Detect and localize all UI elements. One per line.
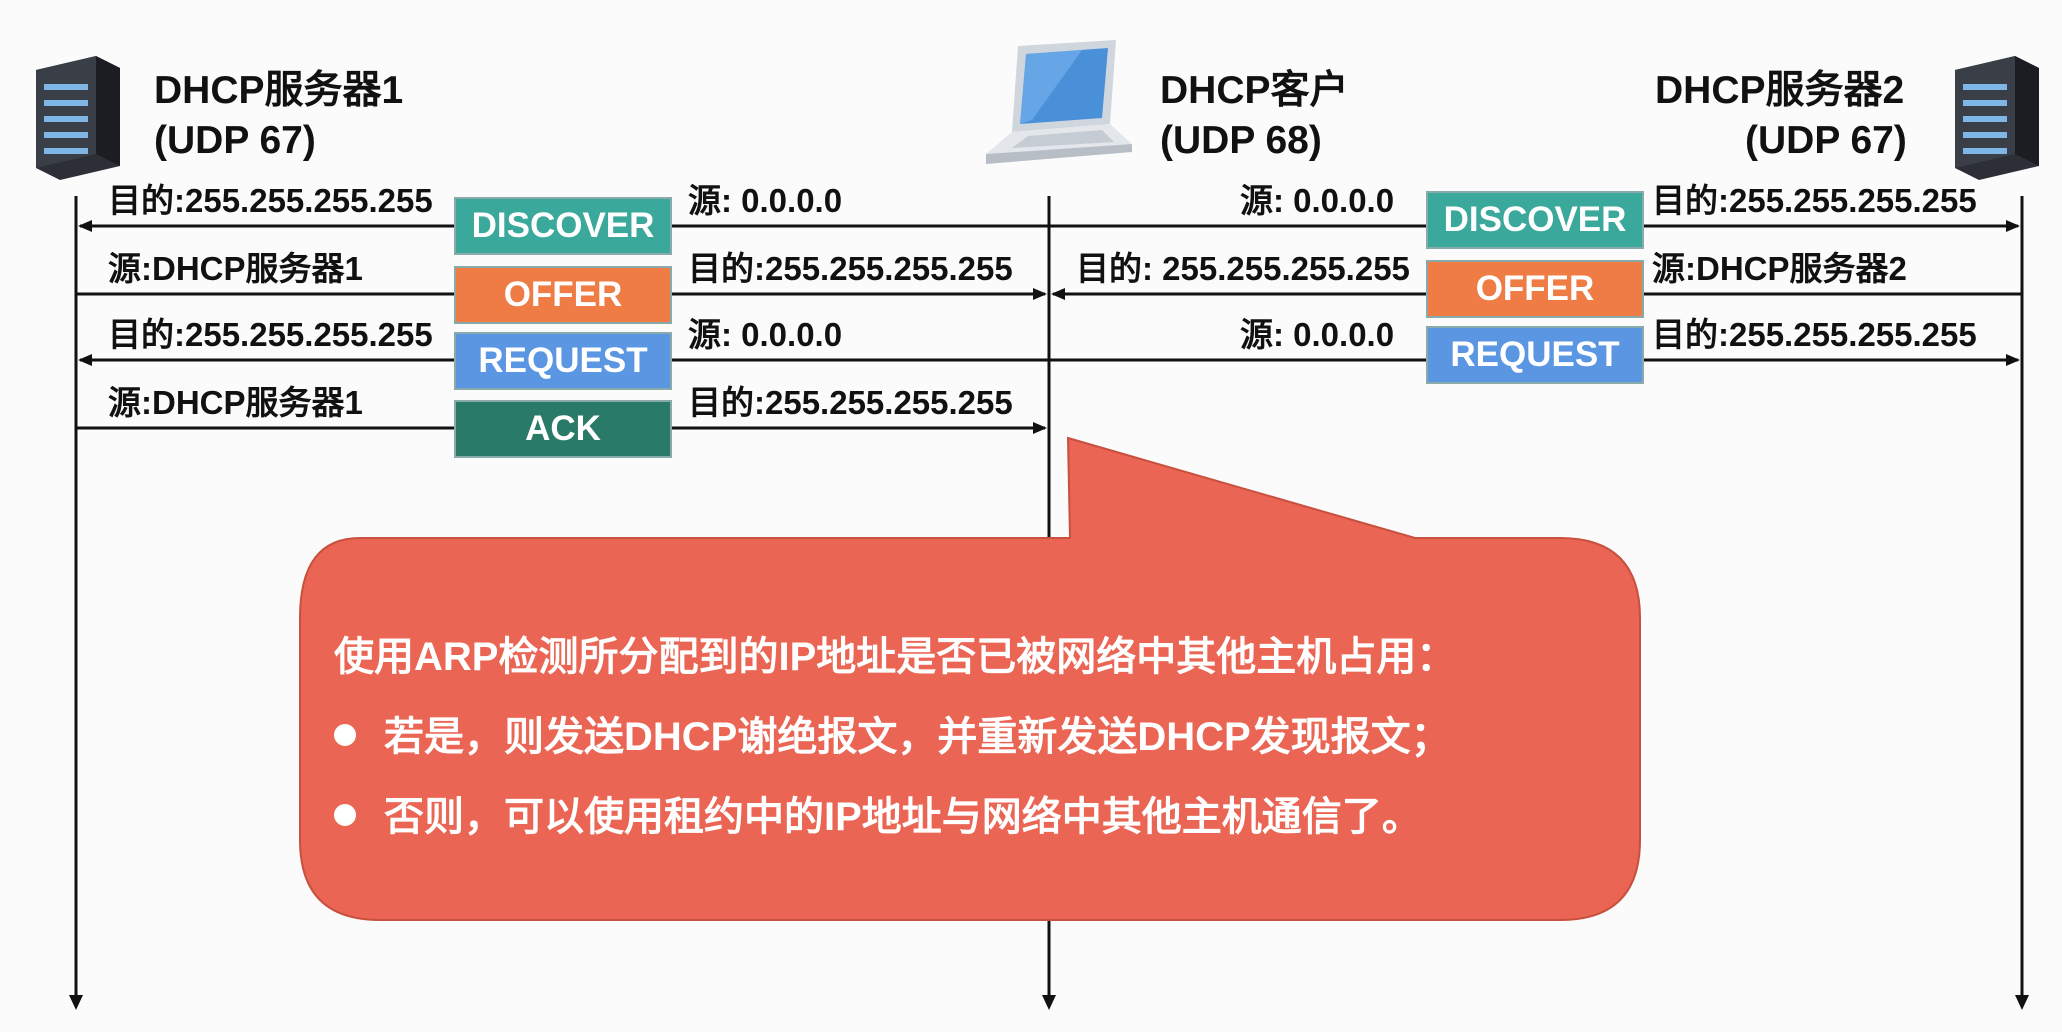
- callout-bullet-2: 否则，可以使用租约中的IP地址与网络中其他主机通信了。: [334, 792, 1422, 842]
- right-offer-label-right: 源:DHCP服务器2: [1652, 250, 1907, 287]
- laptop-icon: [986, 40, 1132, 164]
- bullet-icon: [334, 804, 356, 827]
- right-request-label-left: 源: 0.0.0.0: [1240, 316, 1395, 353]
- right-offer-label-left: 目的: 255.255.255.255: [1076, 250, 1410, 287]
- server1-name: DHCP服务器1: [154, 69, 404, 112]
- server2-name: DHCP服务器2: [1655, 69, 1905, 112]
- timeline-server2-arrow: [2015, 995, 2029, 1010]
- server1-port: (UDP 67): [154, 119, 316, 162]
- server-icon: [1955, 56, 2039, 180]
- client-name: DHCP客户: [1160, 69, 1349, 112]
- bullet-icon: [334, 724, 356, 747]
- right-request-box: REQUEST: [1426, 326, 1644, 384]
- right-discover-label-left: 源: 0.0.0.0: [1240, 182, 1395, 219]
- callout-bubble: [299, 436, 1641, 921]
- left-ack-label-right: 目的:255.255.255.255: [688, 384, 1013, 421]
- callout-bullet-2-text: 否则，可以使用租约中的IP地址与网络中其他主机通信了。: [384, 795, 1422, 839]
- left-request-box: REQUEST: [454, 332, 672, 390]
- left-ack-label-left: 源:DHCP服务器1: [108, 384, 363, 421]
- right-offer-box: OFFER: [1426, 260, 1644, 318]
- server-icon: [36, 56, 120, 180]
- left-discover-label-right: 源: 0.0.0.0: [688, 182, 843, 219]
- left-discover-label-left: 目的:255.255.255.255: [108, 182, 433, 219]
- left-request-label-right: 源: 0.0.0.0: [688, 316, 843, 353]
- right-discover-label-right: 目的:255.255.255.255: [1652, 182, 1977, 219]
- callout-bullet-1: 若是，则发送DHCP谢绝报文，并重新发送DHCP发现报文；: [334, 712, 1451, 762]
- timeline-server1-arrow: [69, 995, 83, 1010]
- client-port: (UDP 68): [1160, 119, 1322, 162]
- left-offer-label-right: 目的:255.255.255.255: [688, 250, 1013, 287]
- left-offer-box: OFFER: [454, 266, 672, 324]
- right-request-label-right: 目的:255.255.255.255: [1652, 316, 1977, 353]
- left-ack-box: ACK: [454, 400, 672, 458]
- callout-bullet-1-text: 若是，则发送DHCP谢绝报文，并重新发送DHCP发现报文；: [384, 715, 1451, 759]
- left-discover-box: DISCOVER: [454, 197, 672, 255]
- server2-port: (UDP 67): [1745, 119, 1907, 162]
- callout-heading: 使用ARP检测所分配到的IP地址是否已被网络中其他主机占用：: [334, 635, 1457, 679]
- right-discover-box: DISCOVER: [1426, 191, 1644, 249]
- left-request-label-left: 目的:255.255.255.255: [108, 316, 433, 353]
- left-offer-label-left: 源:DHCP服务器1: [108, 250, 363, 287]
- timeline-client-arrow: [1042, 995, 1056, 1010]
